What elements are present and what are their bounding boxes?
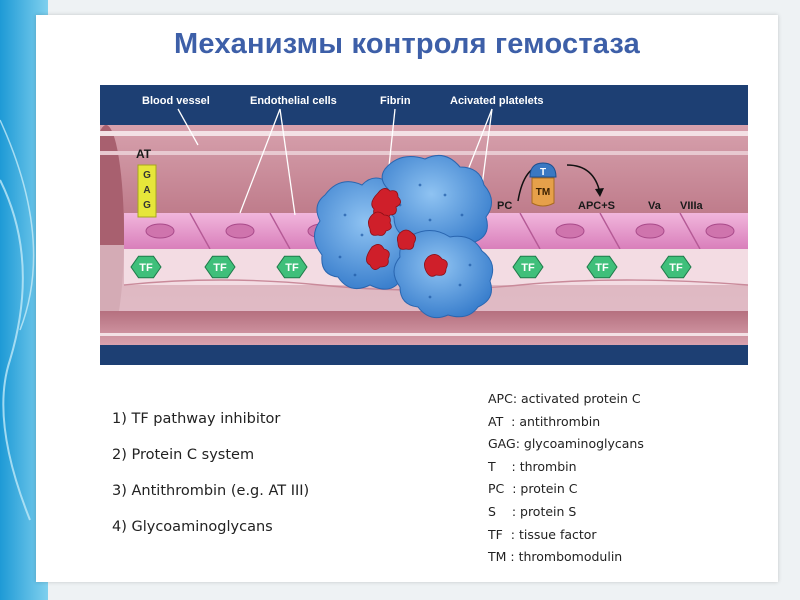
va-label: Va xyxy=(648,200,662,212)
tf-label: TF xyxy=(139,262,153,274)
tf-label: TF xyxy=(595,262,609,274)
mechanism-item: 2) Protein C system xyxy=(112,447,255,463)
gag-letter-g1: G xyxy=(143,170,151,181)
tissue-factor-group: TF TF TF TF TF TF xyxy=(130,255,692,279)
thrombin-shape xyxy=(529,162,557,178)
tf-hexagon xyxy=(204,255,236,279)
legend-item: GAG: glycoaminoglycans xyxy=(488,436,644,452)
thrombomodulin-shape xyxy=(531,177,555,207)
tf-hexagon xyxy=(276,255,308,279)
tf-hexagon xyxy=(660,255,692,279)
pc-label: PC xyxy=(497,200,512,212)
thrombin-label: T xyxy=(540,167,546,178)
mechanism-item: 4) Glycoaminoglycans xyxy=(112,519,273,535)
legend-item: PC : protein C xyxy=(488,481,578,497)
mechanism-item: 3) Antithrombin (e.g. AT III) xyxy=(112,483,310,499)
apc-s-label: APC+S xyxy=(578,200,615,212)
tf-hexagon xyxy=(130,255,162,279)
gag-letter-a: A xyxy=(143,185,150,196)
tf-label: TF xyxy=(285,262,299,274)
viiia-label: VIIIa xyxy=(680,200,704,212)
legend-item: T : thrombin xyxy=(488,458,577,474)
tf-label: TF xyxy=(521,262,535,274)
slide-title: Механизмы контроля гемостаза xyxy=(174,28,640,60)
activated-platelets-label: Acivated platelets xyxy=(450,95,544,107)
tf-label: TF xyxy=(213,262,227,274)
legend-item: AT : antithrombin xyxy=(488,413,601,429)
gag-box xyxy=(137,164,157,218)
tf-hexagon xyxy=(512,255,544,279)
gag-letter-g2: G xyxy=(143,200,151,211)
legend-item: TF : tissue factor xyxy=(488,526,597,542)
abbreviation-legend: APC: activated protein C AT : antithromb… xyxy=(488,391,778,572)
hemostasis-diagram: TF TF TF TF TF TF AT G A G Blood vessel Endot… xyxy=(100,85,748,365)
blood-vessel-label: Blood vessel xyxy=(142,95,210,107)
fibrin-label: Fibrin xyxy=(380,95,411,107)
mechanism-list: 1) TF pathway inhibitor 2) Protein C sys… xyxy=(112,411,442,555)
fibrin-clumps xyxy=(366,188,448,277)
legend-item: S : protein S xyxy=(488,503,577,519)
tf-hexagon xyxy=(586,255,618,279)
legend-item: APC: activated protein C xyxy=(488,391,641,406)
at-label: AT xyxy=(136,147,152,161)
protein-c-system: PC T TM APC+S Va VIIIa xyxy=(497,162,704,212)
legend-item: TM : thrombomodulin xyxy=(488,549,623,565)
tf-label: TF xyxy=(669,262,683,274)
endothelial-cells-label: Endothelial cells xyxy=(250,95,337,107)
antithrombin-gag: AT G A G xyxy=(136,147,157,218)
mechanism-item: 1) TF pathway inhibitor xyxy=(112,411,281,427)
thrombomodulin-label: TM xyxy=(536,187,550,198)
